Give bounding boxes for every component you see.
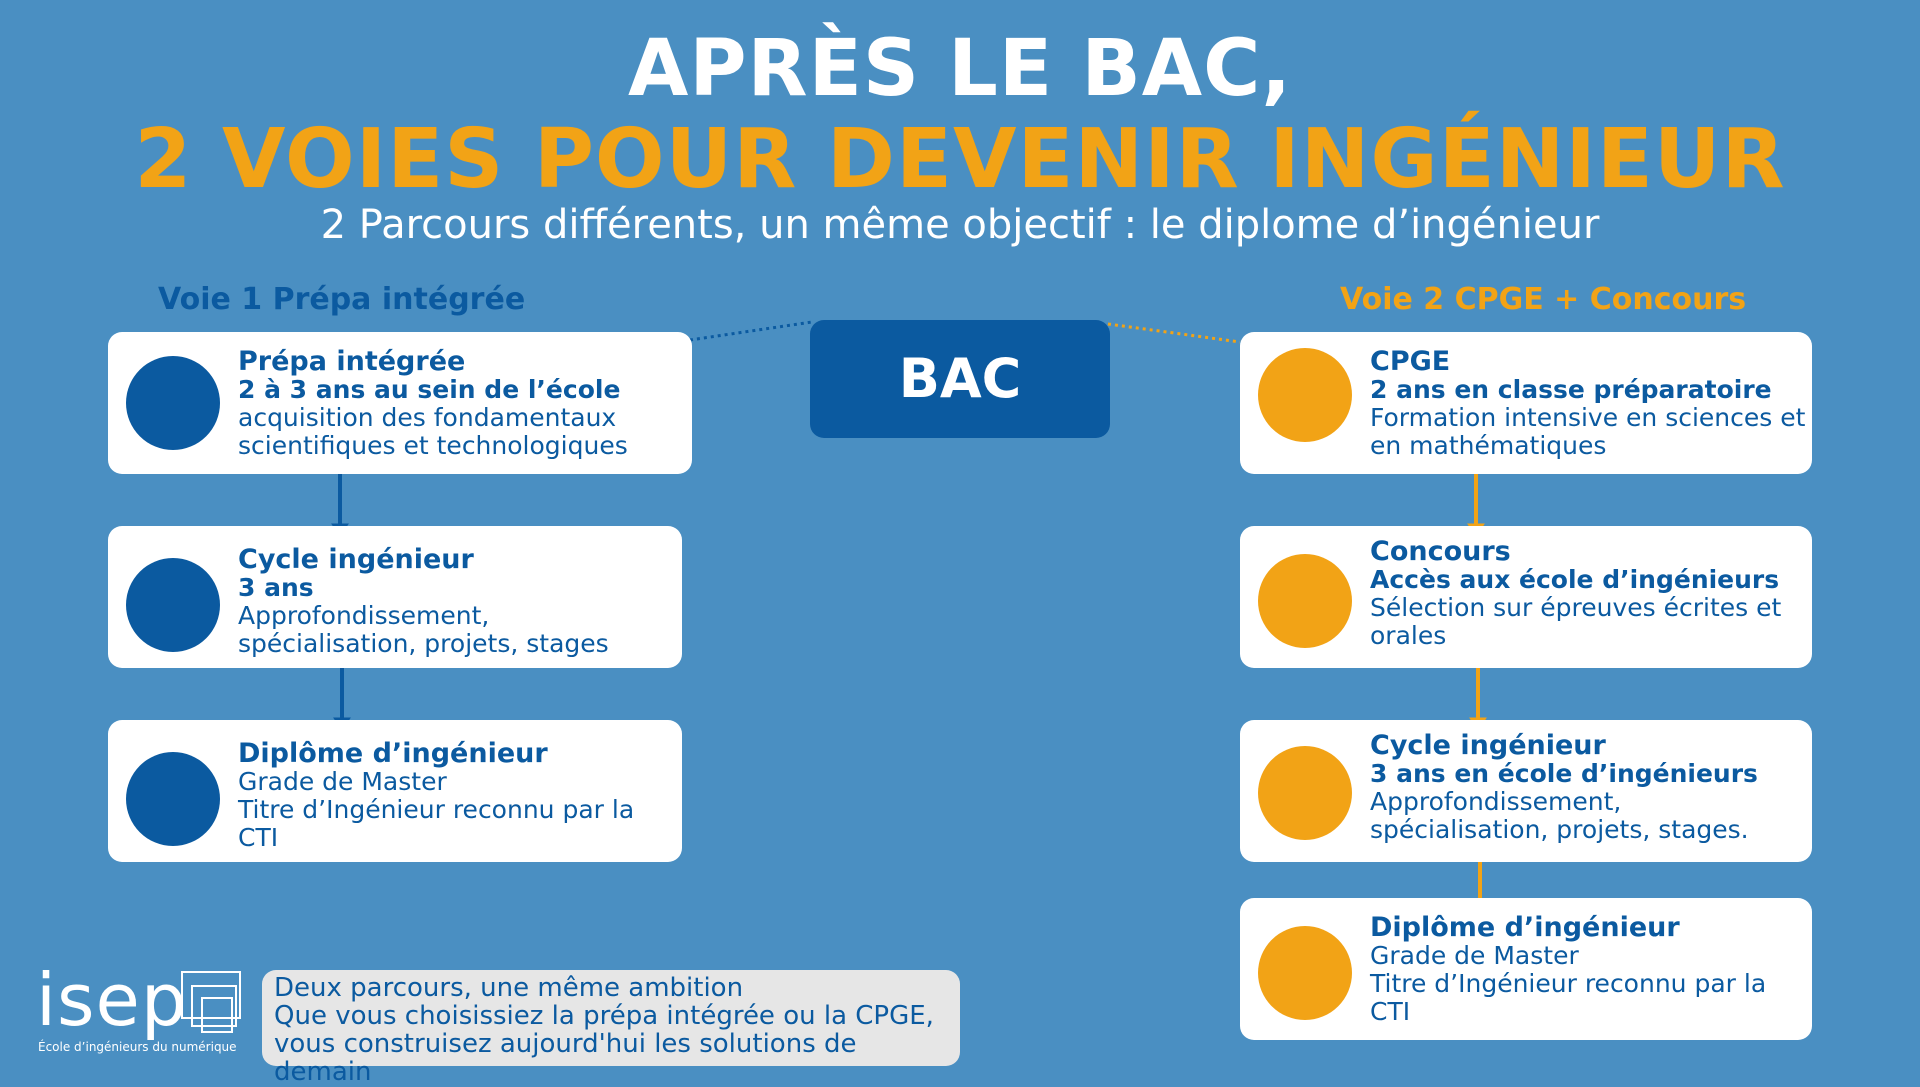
step-subtitle: 2 ans en classe préparatoire [1370,375,1772,404]
ambition-line: vous construisez aujourd'hui les solutio… [274,1029,857,1087]
isep-logo-subtitle: École d’ingénieurs du numérique [38,1040,237,1054]
step-description: Grade de Master Titre d’Ingénieur reconn… [1370,941,1767,1026]
bac-to-voie2-connector [1107,322,1241,344]
step-circle-icon [126,558,220,652]
step-description: Grade de Master Titre d’Ingénieur reconn… [238,767,635,852]
voie1-label: Voie 1 Prépa intégrée [158,282,526,317]
step-circle-icon [1258,348,1352,442]
voie2-step-2-card: Concours Accès aux école d’ingénieurs Sé… [1240,526,1812,668]
step-circle-icon [126,356,220,450]
voie2-step-4-card: Diplôme d’ingénieur Grade de Master Titr… [1240,898,1812,1040]
step-subtitle: Accès aux école d’ingénieurs [1370,565,1780,594]
subtitle: 2 Parcours différents, un même objectif … [320,202,1600,248]
step-title: Cycle ingénieur [238,544,474,575]
ambition-line: Deux parcours, une même ambition [274,973,744,1003]
isep-logo-squares-icon [181,971,241,1033]
step-circle-icon [1258,554,1352,648]
ambition-box: Deux parcours, une même ambition Que vou… [262,970,960,1086]
step-title: Diplôme d’ingénieur [1370,912,1680,943]
step-subtitle: 2 à 3 ans au sein de l’école [238,375,621,404]
bac-to-voie1-connector [689,320,813,342]
title-line-2: 2 VOIES POUR DEVENIR INGÉNIEUR [134,112,1786,207]
step-description: Approfondissement, spécialisation, proje… [1370,787,1749,844]
step-title: Concours [1370,536,1511,567]
step-description: Approfondissement, spécialisation, proje… [238,601,609,658]
step-title: Diplôme d’ingénieur [238,738,548,769]
ambition-line: Que vous choisissiez la prépa intégrée o… [274,1001,934,1031]
isep-logo: isep [36,958,188,1042]
bac-box: BAC [810,320,1110,438]
voie1-step-2-card: Cycle ingénieur 3 ans Approfondissement,… [108,526,682,668]
step-title: Prépa intégrée [238,346,466,377]
voie2-step-3-card: Cycle ingénieur 3 ans en école d’ingénie… [1240,720,1812,862]
voie1-step-1-card: Prépa intégrée 2 à 3 ans au sein de l’éc… [108,332,692,474]
voie1-step-3-card: Diplôme d’ingénieur Grade de Master Titr… [108,720,682,862]
step-circle-icon [1258,926,1352,1020]
voie2-step-1-card: CPGE 2 ans en classe préparatoire Format… [1240,332,1812,474]
step-circle-icon [1258,746,1352,840]
voie2-label: Voie 2 CPGE + Concours [1340,282,1747,317]
step-subtitle: 3 ans en école d’ingénieurs [1370,759,1758,788]
step-description: Formation intensive en sciences et en ma… [1370,403,1806,460]
step-subtitle: 3 ans [238,573,314,602]
step-description: acquisition des fondamentaux scientifiqu… [238,403,628,460]
title-line-1: APRÈS LE BAC, [627,24,1293,114]
step-circle-icon [126,752,220,846]
step-title: Cycle ingénieur [1370,730,1606,761]
step-description: Sélection sur épreuves écrites et orales [1370,593,1782,650]
step-title: CPGE [1370,346,1451,377]
